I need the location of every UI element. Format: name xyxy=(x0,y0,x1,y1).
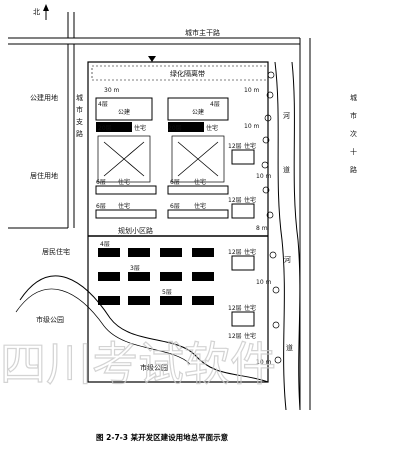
label-bldg-22: 住宅 xyxy=(244,248,256,256)
label-bldg-5: 公建 xyxy=(192,108,204,116)
label-bldg-19: 12层 xyxy=(228,197,242,204)
courtyard-left xyxy=(97,135,151,183)
east-highrise-1 xyxy=(231,149,255,165)
label-green-belt: 绿化隔离带 xyxy=(170,69,205,78)
label-bldg-20: 住宅 xyxy=(244,196,256,204)
housing-block-a xyxy=(95,185,157,195)
label-river-3: 河 xyxy=(284,256,291,264)
dim-3: 10 m xyxy=(244,123,260,130)
label-planned-road: 规划小区路 xyxy=(118,226,153,235)
label-bldg-2: 公建 xyxy=(118,108,130,116)
label-bldg-8: 住宅 xyxy=(206,124,218,132)
label-left-road-4: 路 xyxy=(76,129,83,138)
dim-4: 10 m xyxy=(256,173,272,180)
label-bldg-10: 住宅 xyxy=(118,178,130,186)
label-bldg-27: 4层 xyxy=(100,241,110,248)
north-arrow-icon xyxy=(43,4,49,20)
park-path-inner xyxy=(15,288,191,365)
label-bldg-16: 住宅 xyxy=(118,202,130,210)
green-belt xyxy=(91,65,269,81)
label-bldg-28: 3层 xyxy=(130,265,140,272)
dim-1: 30 m xyxy=(104,87,120,94)
courtyard-paths xyxy=(103,141,219,177)
label-bldg-12: 住宅 xyxy=(194,178,206,186)
label-left-road-3: 支 xyxy=(76,117,83,126)
river xyxy=(274,61,301,411)
label-bldg-13: 12层 xyxy=(228,143,242,150)
figure-caption: 图 2-7-3 某开发区建设用地总平面示意 xyxy=(96,432,229,442)
label-bldg-17: 6层 xyxy=(170,203,180,210)
label-bldg-9: 6层 xyxy=(96,179,106,186)
label-bldg-21: 12层 xyxy=(228,249,242,256)
label-bldg-29: 5层 xyxy=(162,289,172,296)
label-public-land: 公建用地 xyxy=(30,93,58,102)
label-left-road-1: 城 xyxy=(76,94,83,102)
label-city-park-left: 市级公园 xyxy=(36,315,64,324)
public-building-right xyxy=(167,97,229,121)
label-bldg-3: 20层 xyxy=(98,125,112,132)
label-bldg-25: 12层 xyxy=(228,333,242,340)
label-bldg-6: 4层 xyxy=(210,101,220,108)
label-bldg-26: 住宅 xyxy=(244,332,256,340)
label-bldg-11: 6层 xyxy=(170,179,180,186)
label-river-2: 道 xyxy=(283,165,290,174)
label-right-road-3: 次 xyxy=(350,129,357,138)
label-bldg-4: 住宅 xyxy=(134,124,146,132)
courtyard-right xyxy=(171,135,225,183)
park-path xyxy=(19,275,269,383)
site-boundary xyxy=(87,61,269,383)
label-top-road: 城市主干路 xyxy=(185,28,220,37)
label-residential-land: 居住用地 xyxy=(30,171,58,180)
label-bldg-14: 住宅 xyxy=(244,142,256,150)
label-bldg-15: 6层 xyxy=(96,203,106,210)
dim-5: 8 m xyxy=(256,225,268,232)
label-right-road-5: 路 xyxy=(350,165,357,174)
label-bldg-1: 4层 xyxy=(98,101,108,108)
east-highrise-2 xyxy=(231,203,255,219)
label-residents-housing: 居民住宅 xyxy=(42,247,70,256)
dim-2: 10 m xyxy=(244,87,260,94)
entrance-marker-icon xyxy=(148,56,156,62)
label-river-4: 道 xyxy=(286,343,293,352)
dim-6: 10 m xyxy=(256,279,272,286)
label-city-park-bottom: 市级公园 xyxy=(140,363,168,372)
north-label: 北 xyxy=(33,8,40,16)
public-building-left xyxy=(95,97,153,121)
label-river-1: 河 xyxy=(283,112,290,120)
housing-block-c xyxy=(95,209,157,219)
housing-block-d xyxy=(167,209,229,219)
dim-7: 10 m xyxy=(256,359,272,366)
watermark: 四川考试软件 xyxy=(0,337,276,391)
label-bldg-18: 住宅 xyxy=(194,202,206,210)
housing-block-b xyxy=(167,185,229,195)
lower-housing-blocks xyxy=(98,248,214,305)
label-left-road-2: 市 xyxy=(76,105,83,114)
highrise-tower-right xyxy=(168,122,204,132)
label-bldg-24: 住宅 xyxy=(244,304,256,312)
road-network xyxy=(8,12,311,410)
east-highrise-4 xyxy=(231,311,255,327)
label-bldg-23: 12层 xyxy=(228,305,242,312)
label-right-road-2: 市 xyxy=(350,111,357,120)
label-right-road-4: 十 xyxy=(350,147,357,156)
label-bldg-7: 20层 xyxy=(168,125,182,132)
label-right-road-1: 城 xyxy=(350,94,357,102)
highrise-tower-left xyxy=(96,122,132,132)
east-highrise-3 xyxy=(231,255,255,271)
